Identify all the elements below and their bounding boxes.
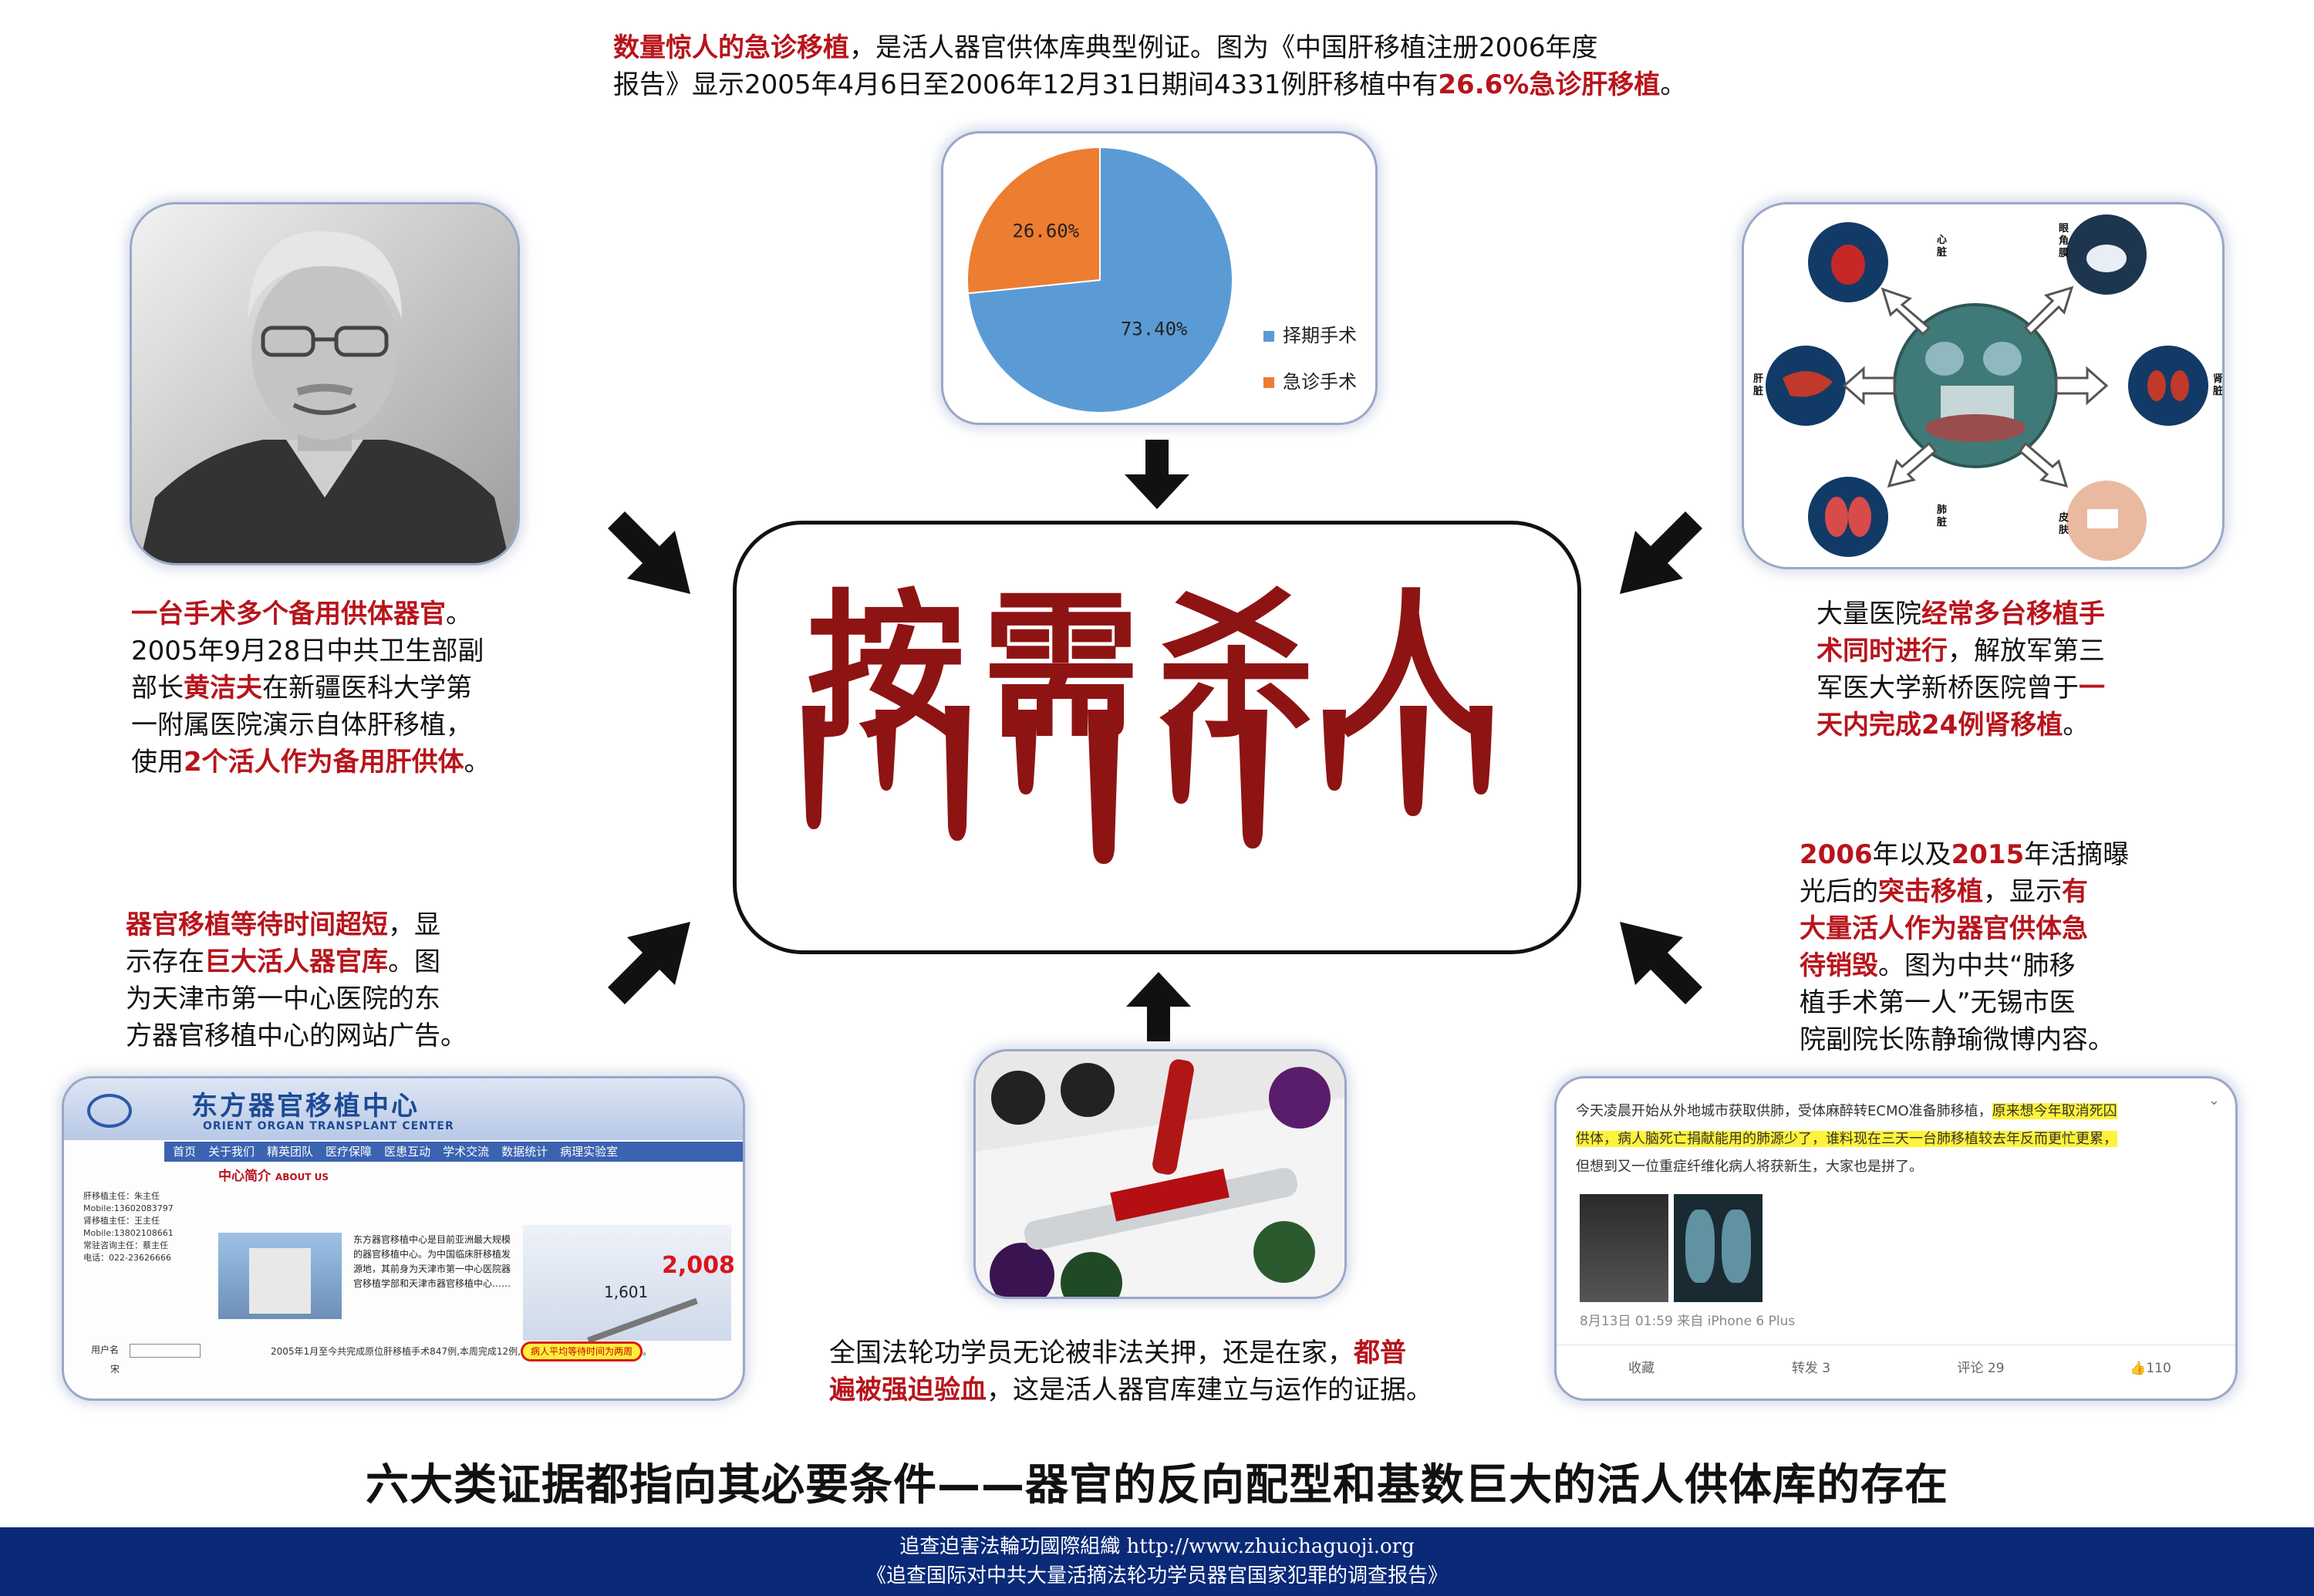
arrow-up-icon — [1126, 972, 1191, 1041]
like-button[interactable]: 👍110 — [2130, 1361, 2171, 1376]
kidney-organ — [2128, 346, 2208, 426]
weibo-screenshot-card: ⌄ 今天凌晨开始从外地城市获取供肺，受体麻醉转ECMO准备肺移植，原来想今年取消… — [1554, 1076, 2238, 1401]
center-title-box: 按需杀人 — [733, 521, 1581, 954]
top-caption-red1: 数量惊人的急诊移植 — [613, 32, 849, 63]
nav-item[interactable]: 医疗保障 — [326, 1145, 373, 1159]
svg-text:肾脏: 肾脏 — [2213, 373, 2222, 396]
nav-item[interactable]: 关于我们 — [208, 1145, 255, 1159]
footer-line2: 《追查国际对中共大量活摘法轮功学员器官国家犯罪的调查报告》 — [865, 1564, 1448, 1588]
blood-tubes-photo-card — [973, 1049, 1347, 1299]
nav-item[interactable]: 首页 — [173, 1145, 197, 1159]
wait-caption: 器官移植等待时间超短，显 示存在巨大活人器官库。图 为天津市第一中心医院的东 方… — [126, 909, 467, 1051]
weibo-meta: 8月13日 01:59 来自 iPhone 6 Plus — [1580, 1314, 1796, 1329]
organ-label-heart: 心脏 — [1937, 234, 1947, 258]
legend-label-0: 择期手术 — [1283, 325, 1357, 346]
svg-text:皮肤: 皮肤 — [2058, 511, 2069, 535]
website-subtitle: ORIENT ORGAN TRANSPLANT CENTER — [203, 1120, 454, 1132]
hospital-caption: 大量医院经常多台移植手 术同时进行，解放军第三 军医大学新桥医院曾于一 天内完成… — [1816, 599, 2105, 741]
pie-chart-card: 73.40% 26.60% 择期手术急诊手术 — [941, 131, 1378, 425]
thumb-up-icon: 👍 — [2130, 1361, 2147, 1376]
weibo-post-text: 今天凌晨开始从外地城市获取供肺，受体麻醉转ECMO准备肺移植，原来想今年取消死囚… — [1576, 1103, 2117, 1175]
legend-label-1: 急诊手术 — [1283, 371, 1357, 393]
legend-swatch-1 — [1263, 377, 1274, 388]
center-title: 按需杀人 — [807, 575, 1507, 760]
arrow-down-icon — [1125, 440, 1189, 509]
pie-data-label-1: 26.60% — [1012, 221, 1079, 242]
organ-diagram: 心脏 眼角膜 肝脏 肾脏 肺脏 皮肤 — [1744, 204, 2222, 567]
footer-line1: 追查迫害法輪功國際組織 http://www.zhuichaguoji.org — [899, 1535, 1415, 1558]
website-stats-panel: 1,601 2,008 — [523, 1225, 735, 1344]
website-nav: 首页 关于我们 精英团队 医疗保障 医患互动 学术交流 数据统计 病理实验室 — [164, 1142, 743, 1162]
heart-organ — [1808, 222, 1888, 302]
pie-data-label-0: 73.40% — [1121, 318, 1188, 339]
organ-diagram-card: 心脏 眼角膜 肝脏 肾脏 肺脏 皮肤 — [1742, 202, 2225, 569]
liver-organ — [1766, 346, 1846, 426]
nav-item[interactable]: 数据统计 — [501, 1145, 548, 1159]
website-screenshot-card: 东方器官移植中心 ORIENT ORGAN TRANSPLANT CENTER … — [62, 1076, 745, 1401]
website-intro: 东方器官移植中心是目前亚洲最大规模的器官移植中心。为中国临床肝移植发源地，其前身… — [353, 1234, 511, 1289]
svg-text:眼角膜: 眼角膜 — [2059, 222, 2069, 258]
website-login: 用户名 宋 — [91, 1343, 201, 1375]
blood-caption: 全国法轮功学员无论被非法关押，还是在家，都普 遍被强迫验血，这是活人器官库建立与… — [829, 1338, 1432, 1405]
legend-swatch-0 — [1263, 331, 1274, 342]
login-input[interactable] — [129, 1343, 201, 1358]
arrow-up-right-icon — [608, 922, 690, 1004]
nav-item[interactable]: 精英团队 — [267, 1145, 314, 1159]
svg-text:肝脏: 肝脏 — [1753, 373, 1763, 396]
blood-drips — [802, 706, 1493, 864]
website-section-header: 中心简介 ABOUT US — [218, 1169, 329, 1184]
stat-big: 2,008 — [662, 1252, 735, 1279]
website-building-photo — [218, 1233, 342, 1319]
arrow-up-left-icon — [1620, 922, 1702, 1004]
arrow-down-left-icon — [1620, 511, 1702, 594]
pie-slice-1 — [966, 146, 1101, 295]
comment-button[interactable]: 评论 29 — [1957, 1361, 2005, 1376]
arrow-down-right-icon — [608, 511, 690, 594]
blood-tubes-photo — [976, 1051, 1344, 1297]
lung-organ — [1808, 477, 1888, 557]
nav-item[interactable]: 学术交流 — [443, 1145, 490, 1159]
top-caption: 数量惊人的急诊移植，是活人器官供体库典型例证。图为《中国肝移植注册2006年度 … — [613, 32, 1687, 100]
wait-time-highlight: 病人平均等待时间为两周 — [520, 1341, 643, 1361]
footer-bar: 追查迫害法輪功國際組織 http://www.zhuichaguoji.org … — [0, 1527, 2314, 1596]
weibo-photo-2[interactable] — [1674, 1194, 1762, 1302]
weibo-photo-1[interactable] — [1580, 1194, 1668, 1302]
surprise-caption: 2006年以及2015年活摘曝 光后的突击移植，显示有 大量活人作为器官供体急 … — [1800, 839, 2130, 1055]
doctor-photo-card — [130, 202, 520, 565]
repost-button[interactable]: 转发 3 — [1791, 1361, 1831, 1376]
nav-item[interactable]: 医患互动 — [384, 1145, 431, 1159]
weibo-chevron-icon[interactable]: ⌄ — [2208, 1092, 2220, 1108]
doctor-caption: 一台手术多个备用供体器官。 2005年9月28日中共卫生部副 部长黄洁夫在新疆医… — [131, 599, 491, 778]
favorite-button[interactable]: 收藏 — [1628, 1361, 1655, 1376]
nav-item[interactable]: 病理实验室 — [560, 1145, 619, 1159]
conclusion: 六大类证据都指向其必要条件——器官的反向配型和基数巨大的活人供体库的存在 — [366, 1460, 1948, 1510]
cornea-organ — [2066, 214, 2147, 295]
website-header: 东方器官移植中心 ORIENT ORGAN TRANSPLANT CENTER — [64, 1078, 743, 1140]
weibo-action-bar: 收藏 转发 3 评论 29 👍110 — [1557, 1345, 2235, 1399]
website-footer-text: 2005年1月至今共完成原位肝移植手术847例,本周完成12例,病人平均等待时间… — [271, 1341, 652, 1361]
svg-text:肺脏: 肺脏 — [1937, 504, 1947, 528]
doctor-photo — [132, 204, 518, 563]
skin-organ — [2066, 481, 2147, 561]
website-title: 东方器官移植中心 — [191, 1091, 420, 1122]
stat-small: 1,601 — [604, 1283, 649, 1301]
website-contacts: 肝移植主任：朱主任 Mobile:13602083797 肾移植主任：王主任 M… — [83, 1191, 174, 1263]
website-logo-icon — [87, 1094, 132, 1128]
